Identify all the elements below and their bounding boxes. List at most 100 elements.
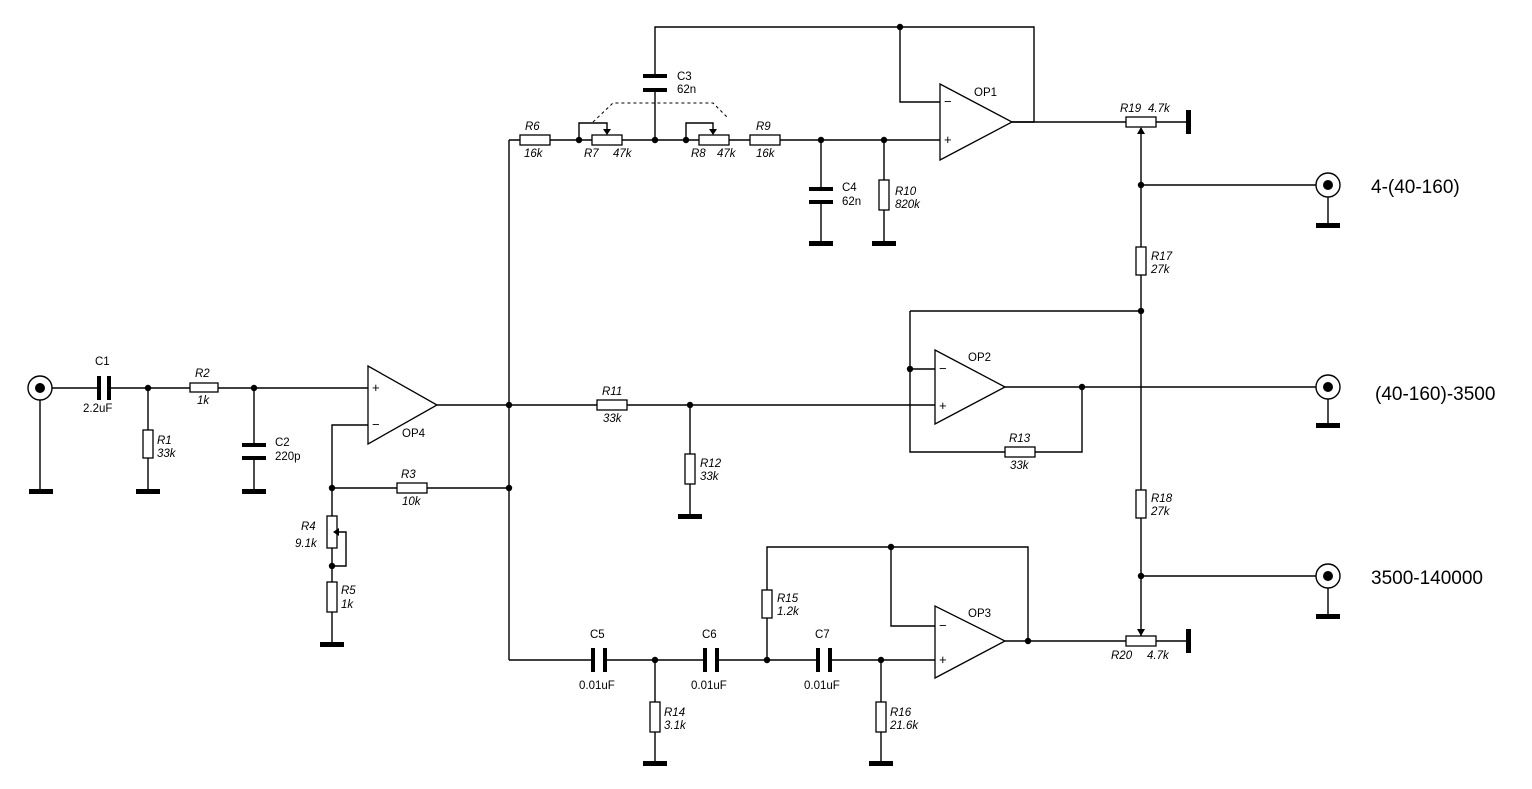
ground-icon — [1186, 629, 1191, 653]
r2-value: 1k — [197, 395, 210, 407]
r18-ref: R18 — [1151, 493, 1173, 505]
r12-value: 33k — [700, 471, 720, 483]
resistor-r16: R16 21.6k — [875, 701, 919, 733]
r7-value: 47k — [613, 148, 633, 160]
ground-icon — [136, 489, 160, 494]
r15-value: 1.2k — [777, 606, 800, 618]
output-label-high: 3500-140000 — [1371, 568, 1483, 589]
r14-value: 3.1k — [664, 720, 687, 732]
op3-plus-sign: + — [939, 652, 947, 667]
r5-ref: R5 — [341, 585, 356, 597]
c3-value: 62n — [677, 84, 696, 96]
capacitor-c1: C1 2.2uF — [83, 356, 112, 415]
ground-icon — [320, 642, 344, 647]
op3-minus-sign: − — [939, 618, 947, 633]
r1-value: 33k — [157, 448, 177, 460]
c1-value: 2.2uF — [83, 403, 112, 415]
capacitor-c2: C2 220p — [242, 437, 301, 463]
ground-icon — [809, 241, 833, 246]
capacitor-c5: C5 0.01uF — [579, 629, 615, 692]
wires — [39, 26, 1329, 763]
c6-ref: C6 — [702, 629, 717, 641]
op4-minus-sign: − — [372, 417, 380, 432]
potentiometer-r20: R20 4.7k — [1111, 629, 1170, 662]
r11-ref: R11 — [602, 386, 622, 398]
r20-ref: R20 — [1111, 650, 1133, 662]
resistor-r5: R5 1k — [326, 581, 356, 613]
c7-ref: C7 — [815, 629, 830, 641]
opamp-op1: − + OP1 — [939, 82, 1014, 162]
resistor-r15: R15 1.2k — [761, 589, 800, 619]
resistor-r12: R12 33k — [684, 453, 722, 485]
potentiometer-r19: R19 4.7k — [1120, 103, 1171, 134]
c1-ref: C1 — [95, 356, 110, 368]
opamp-op2: − + OP2 — [934, 348, 1007, 426]
resistor-r13: R13 33k — [1004, 433, 1036, 472]
op1-plus-sign: + — [944, 132, 952, 147]
resistor-r3: R3 10k — [396, 469, 428, 508]
resistor-r17: R17 27k — [1135, 246, 1173, 276]
r19-ref: R19 — [1120, 103, 1142, 115]
r6-ref: R6 — [525, 121, 540, 133]
c2-ref: C2 — [275, 437, 290, 449]
r10-ref: R10 — [895, 186, 917, 198]
capacitor-c7: C7 0.01uF — [804, 629, 840, 692]
r2-ref: R2 — [195, 368, 210, 380]
output-label-mid: (40-160)-3500 — [1375, 384, 1495, 405]
output-jack-mid — [1315, 374, 1341, 400]
potentiometer-r7: R7 47k — [578, 122, 633, 160]
resistor-r6: R6 16k — [519, 121, 551, 160]
c5-ref: C5 — [590, 629, 605, 641]
r10-value: 820k — [895, 199, 921, 211]
ground-symbols — [29, 110, 1340, 766]
resistor-r11: R11 33k — [596, 386, 628, 425]
r11-value: 33k — [603, 413, 623, 425]
ground-icon — [1316, 614, 1340, 619]
ground-icon — [869, 761, 893, 766]
potentiometer-r8: R8 47k — [685, 122, 737, 160]
resistor-r18: R18 27k — [1135, 489, 1173, 519]
capacitor-c6: C6 0.01uF — [691, 629, 727, 692]
ground-icon — [29, 489, 53, 494]
capacitor-c4: C4 62n — [809, 182, 861, 208]
r1-ref: R1 — [157, 435, 172, 447]
op4-label: OP4 — [402, 428, 426, 440]
c2-value: 220p — [275, 451, 301, 463]
r5-value: 1k — [341, 599, 354, 611]
r16-ref: R16 — [890, 707, 912, 719]
r15-ref: R15 — [777, 593, 799, 605]
r18-value: 27k — [1150, 506, 1171, 518]
r17-ref: R17 — [1151, 251, 1173, 263]
op3-label: OP3 — [968, 608, 991, 620]
r17-value: 27k — [1150, 264, 1171, 276]
r8-value: 47k — [717, 148, 737, 160]
r4-value: 9.1k — [295, 538, 318, 550]
resistor-r14: R14 3.1k — [649, 701, 687, 733]
r20-value: 4.7k — [1147, 650, 1170, 662]
r3-value: 10k — [402, 496, 422, 508]
output-label-low: 4-(40-160) — [1371, 177, 1460, 198]
capacitor-c3: C3 62n — [643, 71, 696, 96]
r4-ref: R4 — [301, 521, 316, 533]
r12-ref: R12 — [700, 458, 722, 470]
r9-value: 16k — [756, 148, 776, 160]
ground-icon — [643, 761, 667, 766]
opamp-op4: + − OP4 — [367, 364, 439, 446]
opamp-op3: − + OP3 — [934, 604, 1007, 680]
op4-plus-sign: + — [372, 380, 380, 395]
op2-label: OP2 — [968, 352, 991, 364]
c4-value: 62n — [842, 196, 861, 208]
op2-minus-sign: − — [939, 361, 947, 376]
r3-ref: R3 — [401, 469, 416, 481]
r8-ref: R8 — [691, 148, 706, 160]
potentiometer-r4: R4 9.1k — [295, 515, 339, 550]
resistor-r1: R1 33k — [142, 429, 177, 460]
resistor-r10: R10 820k — [878, 179, 921, 211]
c7-value: 0.01uF — [804, 680, 840, 692]
c6-value: 0.01uF — [691, 680, 727, 692]
op1-minus-sign: − — [944, 94, 952, 109]
ground-icon — [1316, 423, 1340, 428]
r9-ref: R9 — [756, 121, 771, 133]
c4-ref: C4 — [842, 182, 857, 194]
